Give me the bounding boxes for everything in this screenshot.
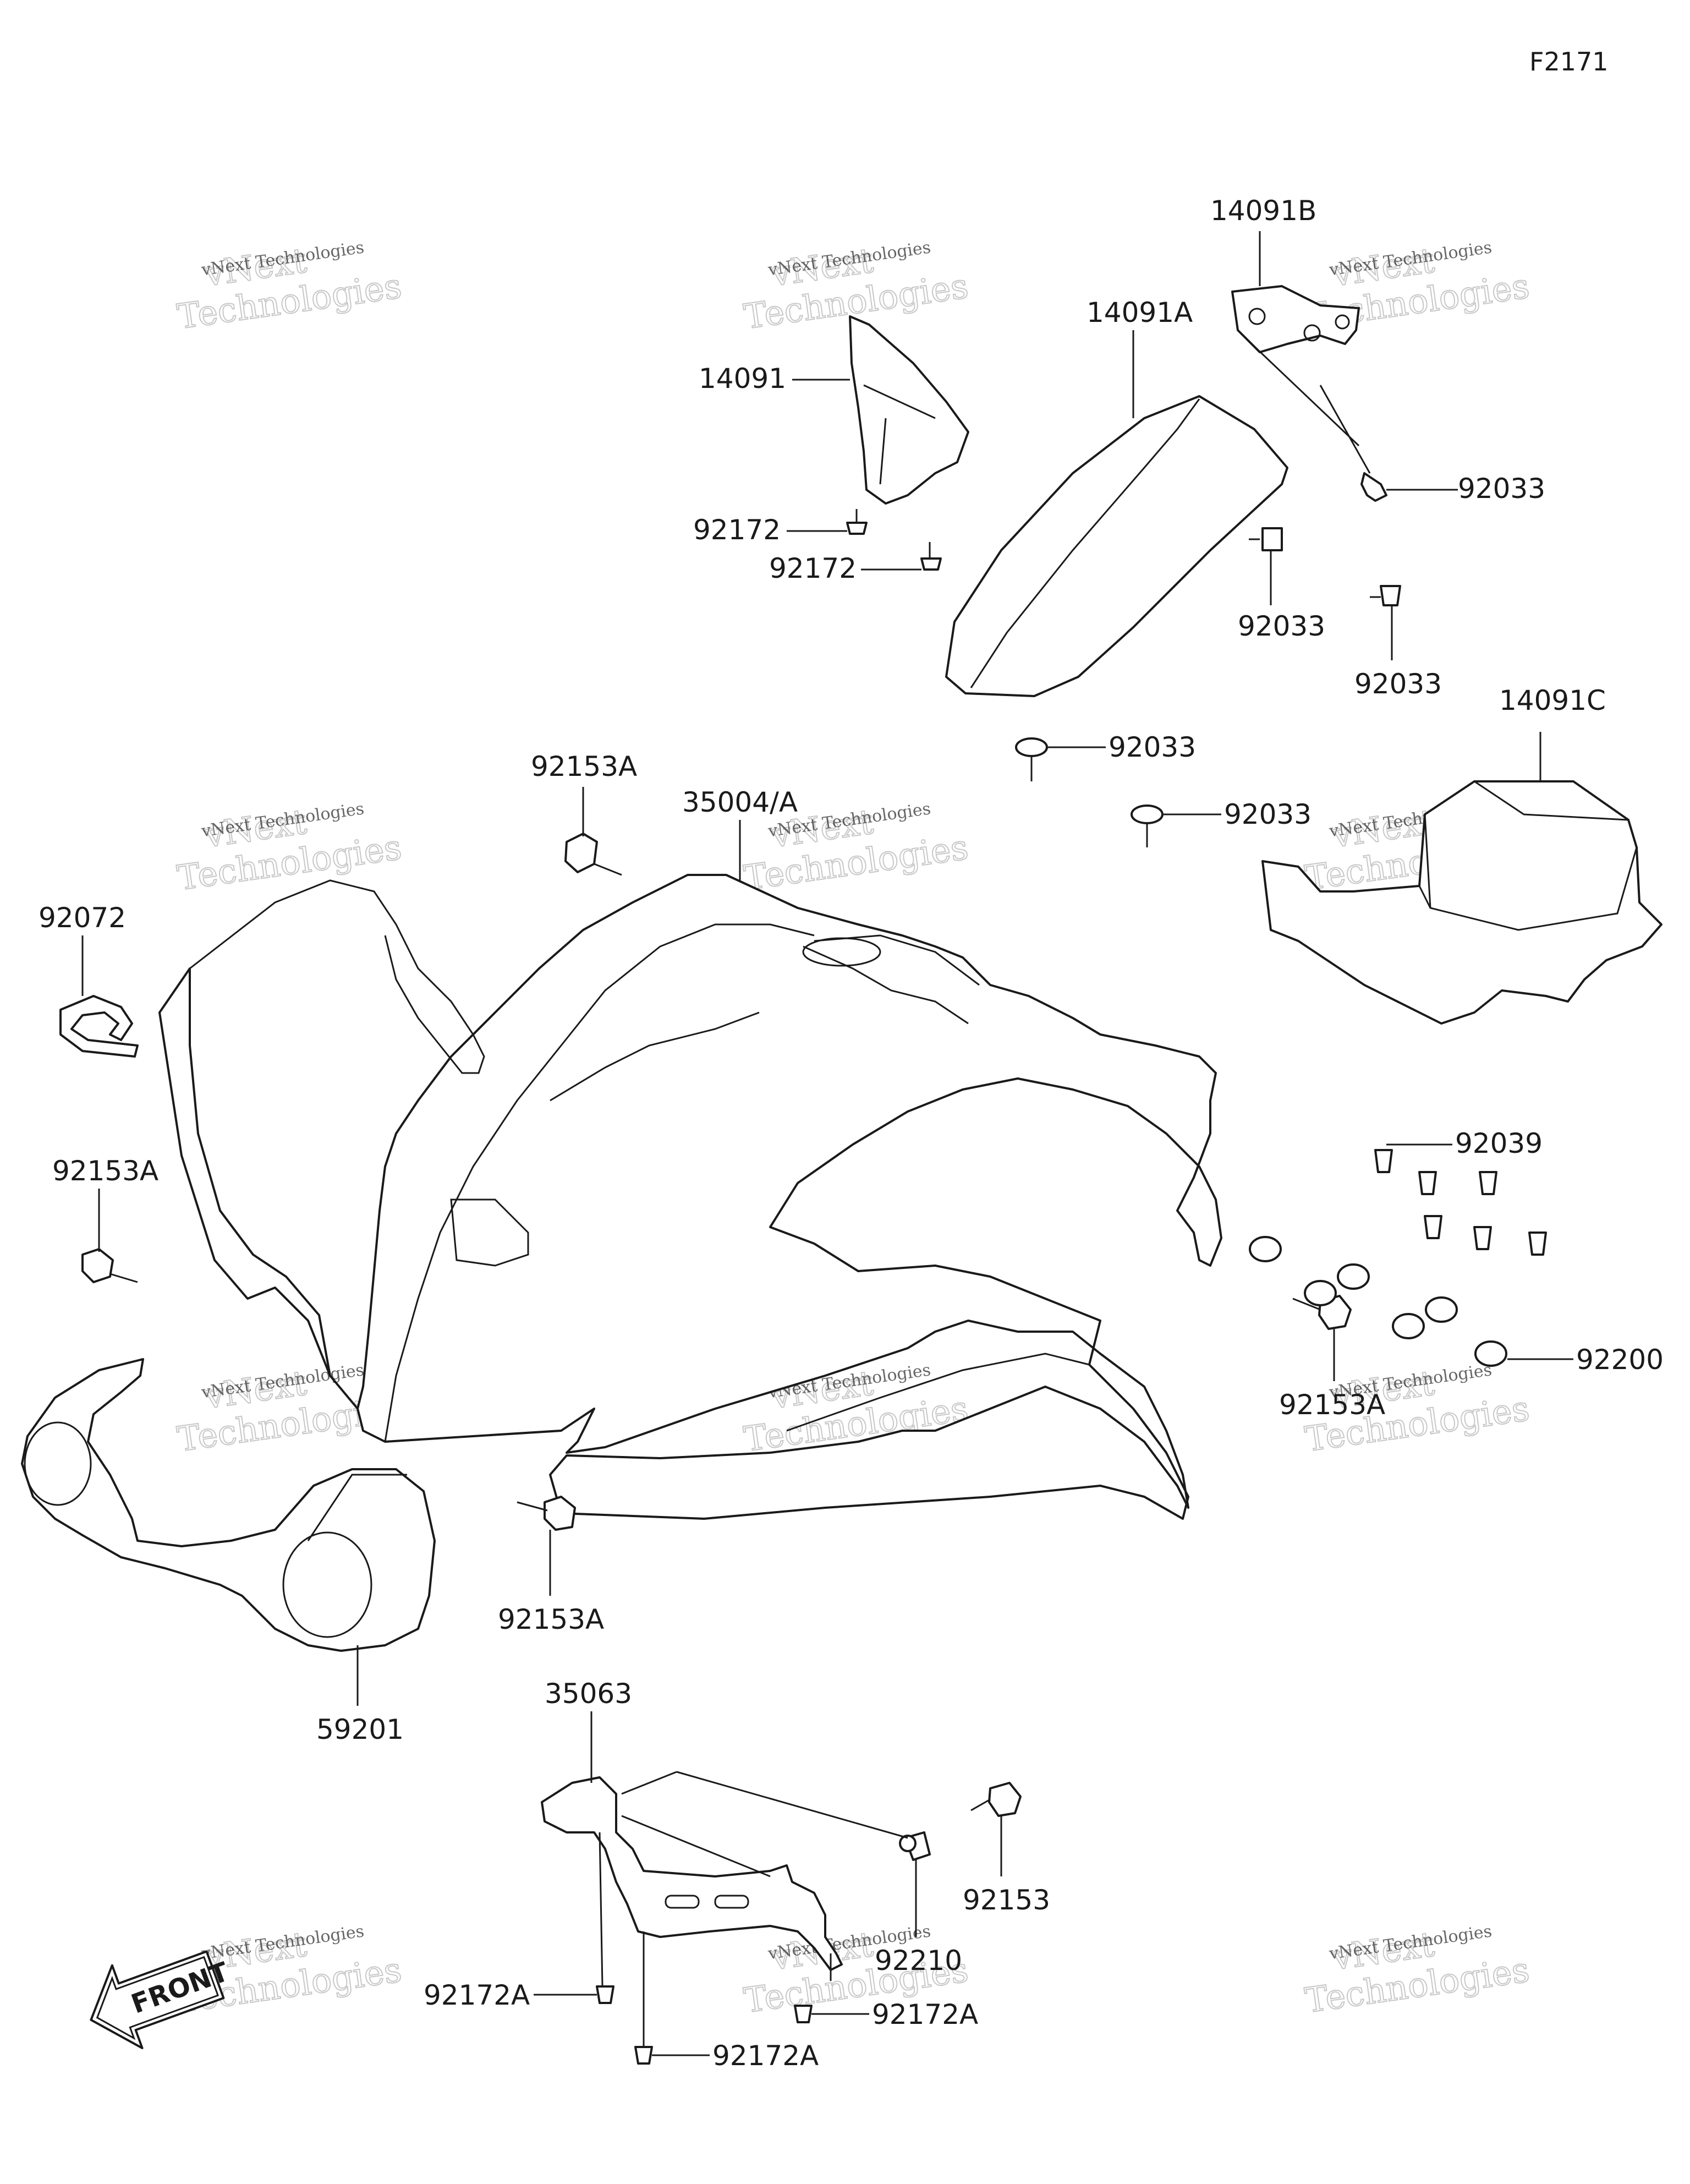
part-92033-d-drawing [1015,737,1048,781]
part-92033-a-drawing [1360,472,1387,502]
label-92153A-c: 92153A [1279,1389,1385,1421]
part-92072-drawing [59,995,139,1058]
part-59201-drawing [21,1358,436,1652]
part-92153A-d-drawing [517,1496,576,1531]
part-35004A-drawing [158,874,1222,1520]
label-14091: 14091 [699,363,786,395]
label-92033-b: 92033 [1238,610,1325,642]
label-92172A-c: 92172A [712,2040,819,2072]
label-92033-c: 92033 [1354,668,1442,700]
label-92200: 92200 [1576,1344,1664,1376]
part-92153A-a-drawing [564,833,622,876]
part-92172A-a-drawing [596,1985,614,2004]
part-14091A-drawing [945,395,1288,697]
part-92172-a-drawing [846,509,868,535]
label-92072: 92072 [39,902,126,934]
front-arrow-shape [90,1950,225,2050]
part-92033-c-drawing [1370,585,1401,606]
label-14091A: 14091A [1087,297,1193,329]
label-92172-a: 92172 [693,514,781,546]
label-92172-b: 92172 [769,552,857,584]
part-92172A-c-drawing [634,2046,653,2065]
figure-code: F2171 [1529,47,1609,76]
label-92033-d: 92033 [1109,731,1196,763]
watermark: vNext Technologies vNext Technologies [174,238,404,337]
part-92153A-b-drawing [81,1248,138,1283]
part-92033-e-drawing [1131,804,1164,847]
label-59201: 59201 [316,1714,404,1745]
watermark: vNext Technologies vNext Technologies [174,799,404,899]
part-92210-drawing [899,1835,917,1852]
label-14091B: 14091B [1210,195,1316,227]
part-92039-drawing [1374,1149,1547,1256]
part-92153-drawing [970,1782,1022,1817]
label-92153A-a: 92153A [531,751,637,782]
leader-lines [81,231,1573,2056]
label-92172A-b: 92172A [872,1999,978,2030]
label-92039: 92039 [1455,1127,1543,1159]
part-92172A-b-drawing [794,2005,813,2023]
part-92172-b-drawing [920,542,942,571]
label-35004A: 35004/A [682,786,798,818]
label-92210: 92210 [875,1945,962,1977]
label-35063: 35063 [545,1678,632,1710]
watermark: vNext Technologies vNext Technologies [1302,1922,1532,2021]
label-92172A-a: 92172A [424,1979,530,2011]
label-92033-a: 92033 [1458,473,1545,505]
label-92153: 92153 [963,1884,1050,1916]
part-92033-b-drawing [1249,527,1283,551]
part-14091C-drawing [1261,780,1662,1025]
label-14091C: 14091C [1499,685,1606,716]
label-92153A-d: 92153A [498,1603,604,1635]
label-92153A-b: 92153A [52,1155,158,1187]
label-92033-e: 92033 [1224,798,1312,830]
part-14091-drawing [849,315,969,505]
part-92200-drawing [1249,1236,1507,1367]
